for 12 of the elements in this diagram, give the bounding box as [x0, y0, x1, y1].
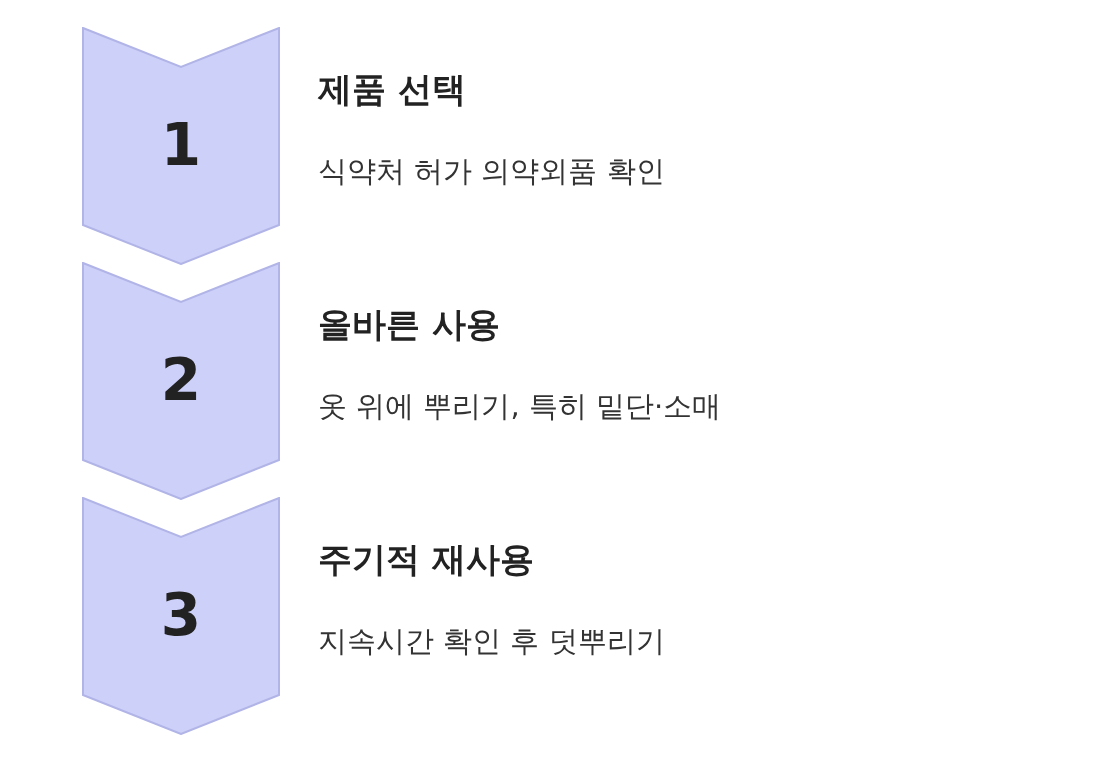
step-number: 3 — [159, 585, 203, 645]
step-description: 옷 위에 뿌리기, 특히 밑단·소매 — [318, 388, 722, 424]
chevron-step — [82, 262, 280, 500]
chevron-step — [82, 27, 280, 265]
step-number: 2 — [159, 350, 203, 410]
step-description: 식약처 허가 의약외품 확인 — [318, 153, 665, 189]
step-number: 1 — [159, 115, 203, 175]
step-heading: 올바른 사용 — [318, 304, 500, 344]
step-description: 지속시간 확인 후 덧뿌리기 — [318, 623, 665, 659]
step-heading: 제품 선택 — [318, 69, 466, 109]
chevron-step — [82, 497, 280, 735]
step-heading: 주기적 재사용 — [318, 539, 534, 579]
